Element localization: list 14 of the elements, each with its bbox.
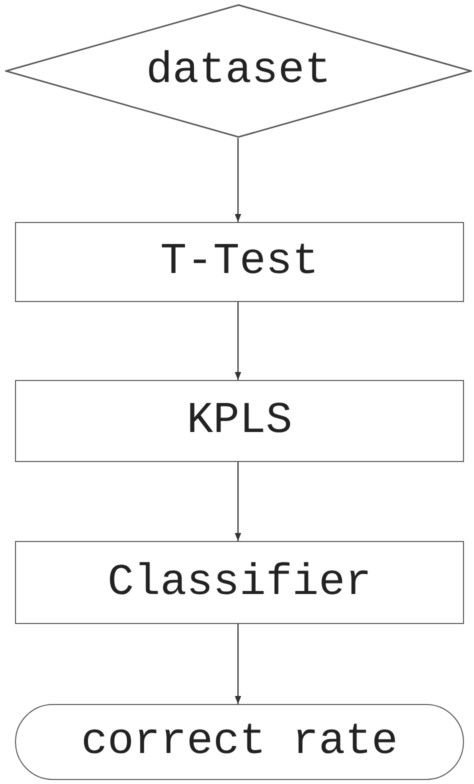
node-label: KPLS [186,396,292,446]
node-label: correct rate [81,717,398,767]
arrow [234,138,242,222]
node-label: T-Test [160,237,319,287]
node-label: dataset [146,46,331,96]
arrow [234,624,242,704]
process-box [15,541,464,624]
process-box [15,380,464,462]
terminal-box [15,704,464,780]
arrow [234,462,242,541]
process-box [15,222,464,302]
arrow [234,302,242,380]
node-label: Classifier [107,558,372,608]
decision-diamond [5,4,472,138]
